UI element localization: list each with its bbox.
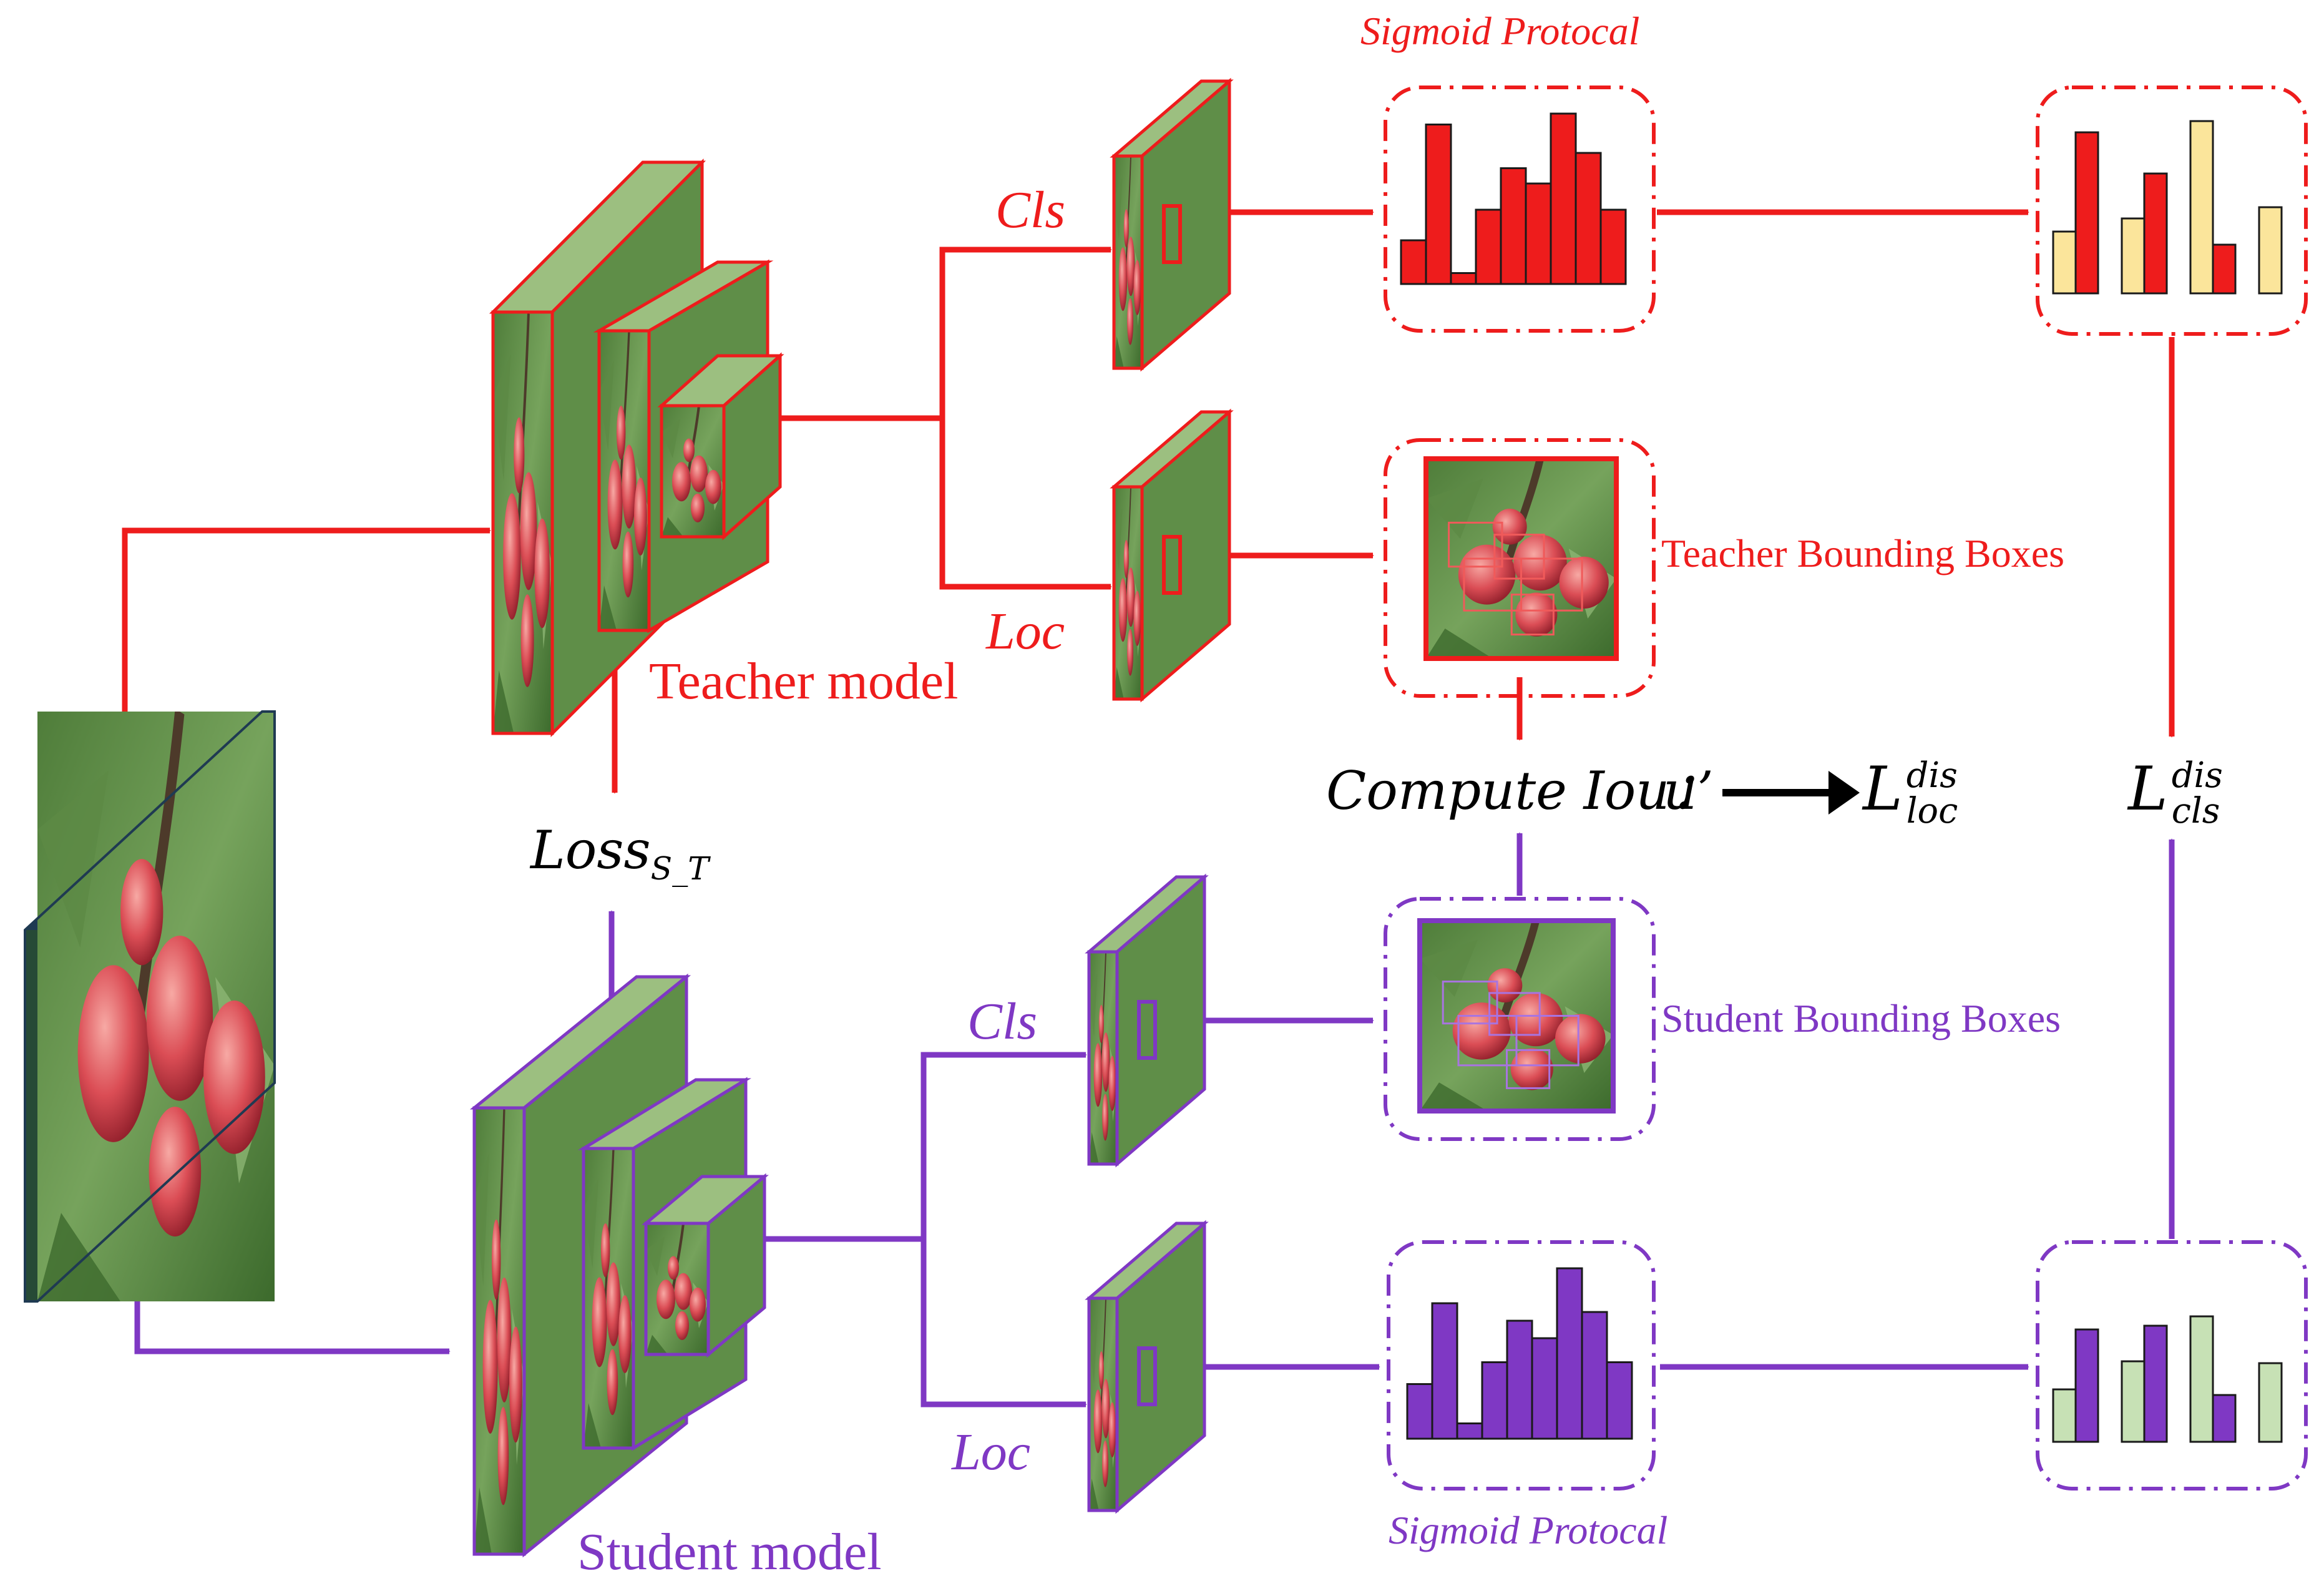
compute-iou-label: Compute Iou： xyxy=(1326,760,1722,821)
l-cls-base: L xyxy=(2128,753,2168,824)
pair-bar-reference xyxy=(2189,1315,2214,1443)
l-cls-sup: dis xyxy=(2171,755,2223,796)
loss-st-label: LossS_T xyxy=(530,824,709,884)
student-bbox-panel xyxy=(1384,897,1656,1141)
student-sigmoid-histogram xyxy=(1406,1267,1633,1440)
bounding-box xyxy=(1515,1015,1579,1067)
student-loc-head xyxy=(1085,1220,1209,1514)
l-loc-base: L xyxy=(1863,753,1903,824)
teacher-block-small xyxy=(657,352,784,541)
loss-base: Loss xyxy=(530,820,651,881)
teacher-bbox-panel xyxy=(1384,438,1656,698)
histogram-bar xyxy=(1481,1361,1508,1440)
histogram-bar xyxy=(1575,152,1602,285)
u-prime-label: u’ xyxy=(1663,760,1714,821)
l-loc-sup: dis xyxy=(1906,755,1958,796)
pair-bar-reference xyxy=(2121,217,2146,295)
student-cls-head xyxy=(1085,873,1209,1168)
arrow-teacher-to-loc xyxy=(939,418,1112,590)
histogram-bar xyxy=(1556,1267,1583,1440)
teacher-bounding-boxes-label: Teacher Bounding Boxes xyxy=(1661,531,2065,575)
cls-label-top: Cls xyxy=(995,181,1066,239)
histogram-bar xyxy=(1531,1337,1558,1440)
teacher-pair-panel xyxy=(2036,86,2308,336)
pair-bar-reference xyxy=(2121,1360,2146,1443)
histogram-bar xyxy=(1606,1361,1633,1440)
student-bbox-image xyxy=(1417,918,1616,1114)
teacher-loc-head xyxy=(1110,408,1234,703)
sigmoid-protocol-top: Sigmoid Protocal xyxy=(1360,9,1640,53)
bounding-box xyxy=(1493,534,1545,580)
histogram-bar xyxy=(1475,208,1502,285)
student-sigmoid-panel xyxy=(1387,1240,1656,1491)
pair-bar-reference xyxy=(2258,206,2283,295)
teacher-pair-chart xyxy=(2052,120,2283,295)
input-image xyxy=(24,710,276,1303)
student-block-small xyxy=(642,1173,769,1358)
teacher-sigmoid-panel xyxy=(1384,86,1656,333)
pair-bar-reference xyxy=(2052,230,2077,295)
loss-sub: S_T xyxy=(650,849,709,887)
bounding-box xyxy=(1520,557,1583,612)
histogram-bar xyxy=(1406,1383,1433,1440)
arrow-u-to-lloc-head xyxy=(1828,771,1860,815)
teacher-cls-head xyxy=(1110,77,1234,372)
teacher-feature-blocks xyxy=(489,158,784,738)
detection-heads xyxy=(1085,77,1234,1514)
loc-label-top: Loc xyxy=(986,602,1065,660)
histogram-bar xyxy=(1506,1319,1533,1440)
histogram-bar xyxy=(1425,124,1452,285)
student-feature-blocks xyxy=(469,973,769,1558)
histogram-bar xyxy=(1400,239,1427,285)
cls-label-bottom: Cls xyxy=(967,992,1038,1050)
teacher-bbox-image xyxy=(1423,456,1619,661)
arrow-teacher-to-cls xyxy=(780,247,1112,421)
bounding-box xyxy=(1448,521,1503,568)
pair-bar-model xyxy=(2074,131,2099,295)
histogram-bar xyxy=(1431,1302,1458,1440)
arrow-student-to-cls xyxy=(755,1052,1087,1242)
l-cls-sub: cls xyxy=(2171,790,2220,831)
student-pair-chart xyxy=(2052,1315,2283,1443)
arrow-student-to-loc xyxy=(920,1239,1087,1407)
histogram-bar xyxy=(1450,272,1477,285)
output-panels xyxy=(1384,86,2308,1491)
histogram-bar xyxy=(1599,208,1627,285)
teacher-model-label: Teacher model xyxy=(649,652,959,710)
bounding-box xyxy=(1506,1049,1551,1089)
pair-bar-reference xyxy=(2258,1362,2283,1443)
student-bounding-boxes-label: Student Bounding Boxes xyxy=(1661,996,2061,1040)
histogram-bar xyxy=(1550,112,1577,285)
pair-bar-model xyxy=(2074,1328,2099,1443)
student-pair-panel xyxy=(2036,1240,2308,1491)
pair-bar-model xyxy=(2212,1394,2237,1443)
teacher-sigmoid-histogram xyxy=(1400,112,1627,285)
bounding-box xyxy=(1442,981,1498,1025)
pair-bar-model xyxy=(2143,1324,2168,1443)
pair-bar-reference xyxy=(2052,1388,2077,1443)
pair-bar-model xyxy=(2212,243,2237,295)
pair-bar-model xyxy=(2143,172,2168,295)
histogram-bar xyxy=(1581,1311,1608,1440)
histogram-bar xyxy=(1525,182,1552,285)
student-model-label: Student model xyxy=(577,1523,882,1581)
loc-label-bottom: Loc xyxy=(952,1423,1030,1481)
bounding-box xyxy=(1488,992,1541,1036)
bounding-box xyxy=(1510,594,1555,636)
histogram-bar xyxy=(1500,167,1527,285)
sigmoid-protocol-bottom: Sigmoid Protocal xyxy=(1389,1508,1668,1552)
l-loc-sub: loc xyxy=(1906,790,1958,831)
histogram-bar xyxy=(1456,1422,1483,1440)
pair-bar-reference xyxy=(2189,120,2214,295)
